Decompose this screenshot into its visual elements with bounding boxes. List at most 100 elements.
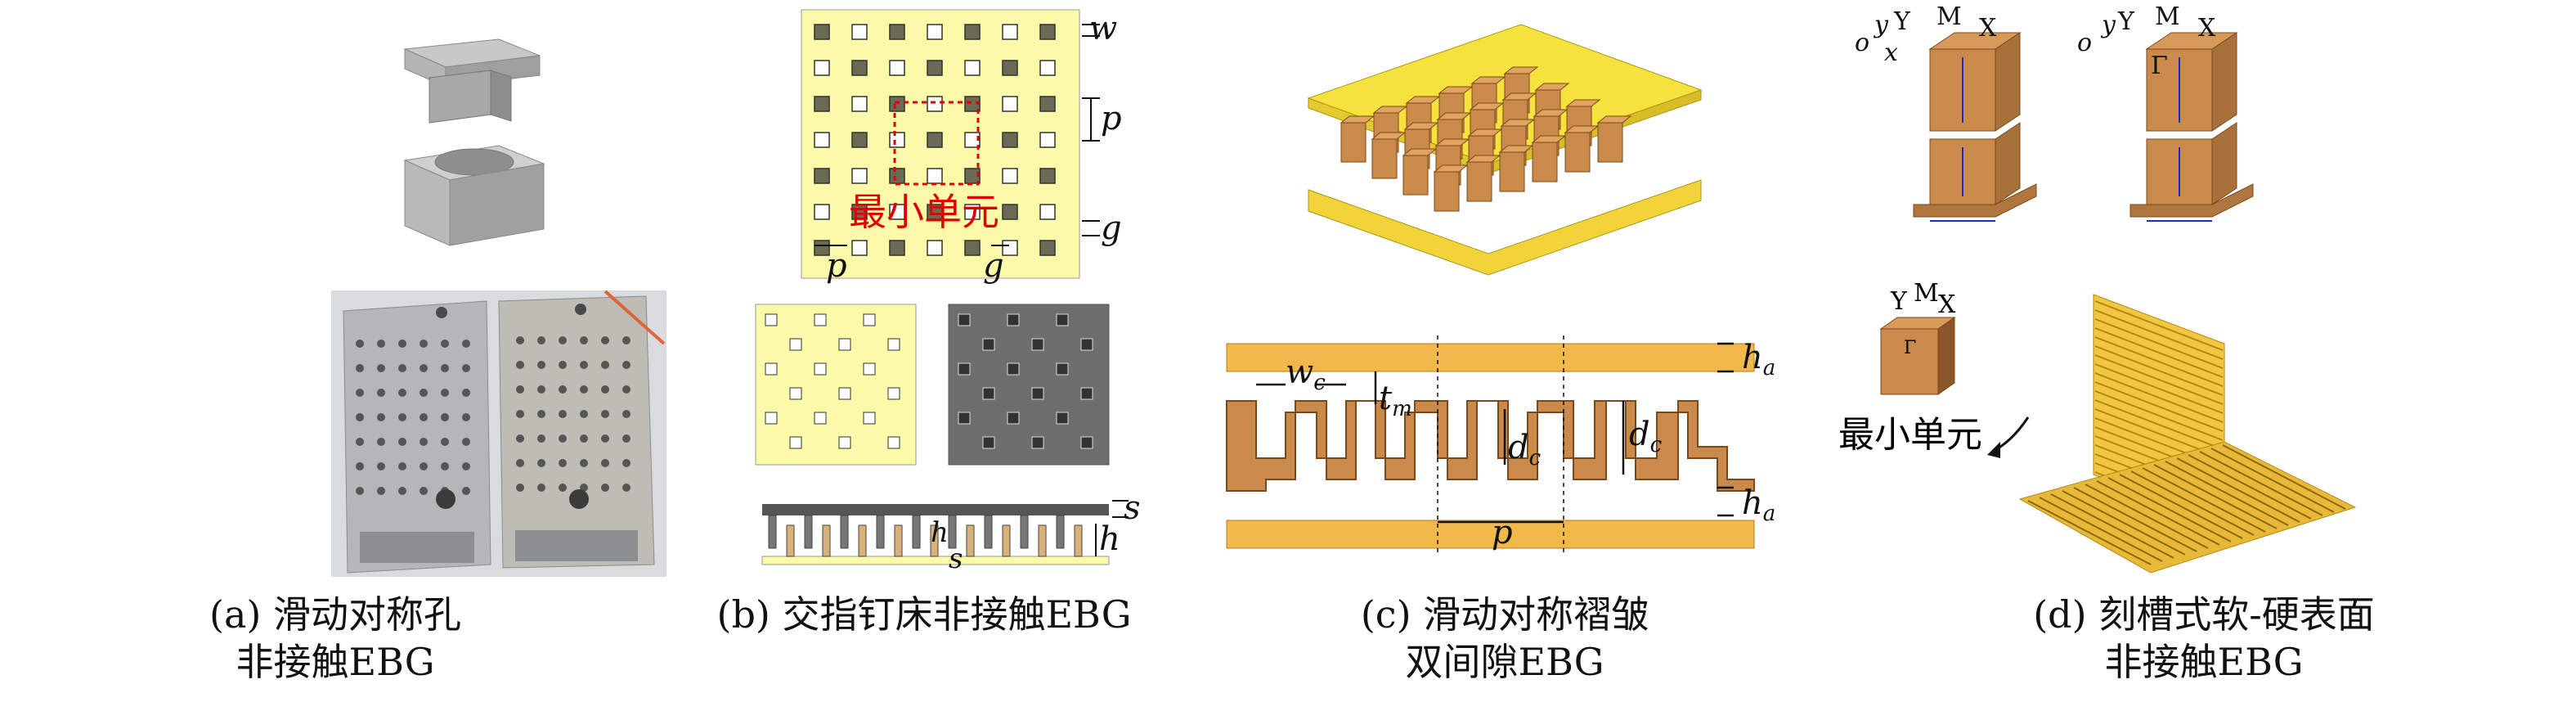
panel-c-caption-line1: (c) 滑动对称褶皱 <box>1360 592 1649 637</box>
hole <box>622 459 631 467</box>
pin <box>1039 204 1056 220</box>
groove-line <box>2119 474 2243 539</box>
unit-cell-right <box>2129 32 2254 218</box>
pin <box>851 168 868 184</box>
pin <box>838 338 851 351</box>
ridge-top <box>1596 115 1632 124</box>
dim-tm-label: tm <box>1379 380 1412 421</box>
pin <box>814 240 830 256</box>
hole <box>420 413 428 421</box>
hole <box>559 434 567 443</box>
axis-X-label: X <box>1979 14 1997 43</box>
groove-line <box>2027 500 2152 565</box>
axis-x-small-label: x <box>1884 38 1898 67</box>
ridge <box>1499 151 1525 192</box>
top-plate-pin-grid <box>765 313 900 449</box>
hole <box>516 434 524 443</box>
hole <box>601 410 609 418</box>
hole <box>580 459 588 467</box>
hole <box>516 336 524 344</box>
ridge <box>1340 122 1367 163</box>
pin <box>889 60 905 76</box>
dim-wc-label: wc <box>1286 353 1326 395</box>
hole <box>377 413 385 421</box>
hole <box>622 361 631 369</box>
hole <box>537 336 545 344</box>
hole <box>462 364 470 372</box>
pin <box>1039 168 1056 184</box>
pin <box>814 132 830 148</box>
hole <box>622 434 631 443</box>
hole <box>580 361 588 369</box>
small-axis-Y-label: Y <box>1890 287 1908 316</box>
hole <box>398 438 406 446</box>
hole <box>559 361 567 369</box>
unit-cell-axis-labels: o y x Y M X o y Y M X Γ <box>1855 2 2216 80</box>
hole <box>462 389 470 397</box>
pin <box>851 60 868 76</box>
pin <box>1080 338 1093 351</box>
groove-line <box>2039 497 2163 562</box>
axis-X-label-right: X <box>2198 14 2216 43</box>
unit-cell-dimension-marks <box>1930 57 2212 222</box>
groove-line <box>2094 300 2224 351</box>
pin <box>765 313 778 326</box>
axis-o-label: o <box>1855 29 1869 57</box>
ridge-top <box>1534 83 1570 91</box>
hole <box>377 462 385 470</box>
unit-cell-caption: 最小单元 <box>1838 414 1982 456</box>
corrugated-3d-view <box>1307 24 1703 276</box>
unit-cell-label: 最小单元 <box>849 190 999 234</box>
pin <box>1002 24 1018 40</box>
panel-b-figure: 最小单元 w p g p g s h h s <box>755 9 1141 575</box>
hole <box>441 462 449 470</box>
groove-line <box>2094 318 2224 369</box>
panel-d-figure: o y x Y M X o y Y M X Γ Y M X Γ 最小单元 <box>1838 2 2357 574</box>
groove-line <box>2050 493 2174 559</box>
groove-line <box>2073 487 2197 552</box>
hole <box>622 336 631 344</box>
panel-c-figure: wc tm dc dc ha ha p <box>1226 24 1775 556</box>
ridge <box>1564 132 1591 173</box>
hole <box>356 389 364 397</box>
hole <box>398 462 406 470</box>
hole <box>398 364 406 372</box>
unit-cell-left <box>1913 32 2037 218</box>
pin <box>1056 362 1069 376</box>
pin <box>889 96 905 112</box>
panel-b: 最小单元 w p g p g s h h s <box>671 0 1178 702</box>
pin <box>927 132 943 148</box>
hole <box>377 364 385 372</box>
hole <box>516 410 524 418</box>
panel-c-caption-line2: 双间隙EBG <box>1405 640 1604 684</box>
pin <box>1031 338 1044 351</box>
pin <box>982 436 995 449</box>
side-view <box>761 500 1129 565</box>
pin <box>1007 412 1020 425</box>
pin <box>814 60 830 76</box>
hole <box>377 438 385 446</box>
grooved-soft-hard-surface <box>2018 294 2357 574</box>
hole <box>356 438 364 446</box>
ridge <box>1597 122 1623 163</box>
side-pin <box>930 524 939 557</box>
pin <box>1039 24 1056 40</box>
sliding-hole-top-piece <box>403 38 541 124</box>
small-axis-gamma-label: Γ <box>1904 338 1916 358</box>
hole <box>398 389 406 397</box>
panel-c: wc tm dc dc ha ha p (c) 滑动对称褶皱 双间隙EBG <box>1178 0 1832 702</box>
hole <box>580 410 588 418</box>
axis-Y-label: Y <box>1893 7 1911 36</box>
unit-cell-outline <box>893 101 980 186</box>
hole <box>441 340 449 348</box>
hole <box>398 487 406 495</box>
axis-M-label: M <box>1936 2 1962 31</box>
hole <box>580 385 588 394</box>
pin <box>851 96 868 112</box>
pin <box>1002 204 1018 220</box>
side-pin <box>1056 515 1065 549</box>
hole <box>377 340 385 348</box>
hole <box>580 484 588 492</box>
dim-s-label: s <box>1124 489 1141 527</box>
groove-line <box>2176 457 2300 523</box>
